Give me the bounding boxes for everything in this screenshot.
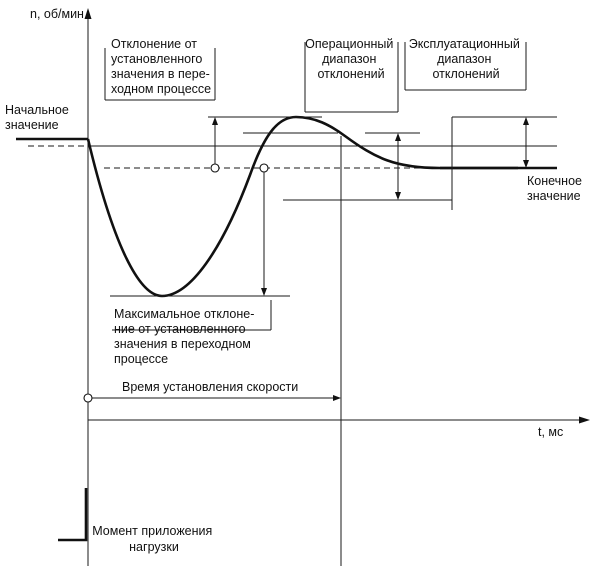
initial-value-label: Начальное значение <box>5 103 72 132</box>
operating-range-arrow-top <box>523 117 529 125</box>
max-deviation-label: Максимальное отклоне- ние от установленн… <box>114 307 258 366</box>
x-axis-arrowhead <box>579 416 590 424</box>
transient-deviation-label: Отклонение от установленного значения в … <box>111 37 213 96</box>
x-axis-label: t, мс <box>538 425 563 439</box>
load-moment-label: Момент приложения нагрузки <box>92 524 216 554</box>
y-axis-arrowhead <box>84 8 92 19</box>
settling-time-start-marker <box>83 393 93 403</box>
max-deviation-marker <box>259 163 269 173</box>
operating-range-label: Эксплуатационный диапазон отклонений <box>409 37 524 81</box>
operational-range-arrow-top <box>395 133 401 141</box>
max-deviation-arrow-bottom <box>261 288 267 296</box>
transient-dimension-marker <box>210 163 220 173</box>
settling-time-arrow <box>333 395 341 401</box>
load-step-signal <box>58 488 88 542</box>
speed-response-curve <box>86 115 518 298</box>
operational-range-arrow-bottom <box>395 192 401 200</box>
operational-range-label: Операционный диапазон отклонений <box>305 37 397 81</box>
final-value-label: Конечное значение <box>527 174 585 203</box>
operating-range-arrow-bottom <box>523 160 529 168</box>
y-axis-label: n, об/мин <box>30 7 84 21</box>
settling-time-label: Время установления скорости <box>122 380 298 394</box>
transient-dimension-arrow-top <box>212 117 218 125</box>
